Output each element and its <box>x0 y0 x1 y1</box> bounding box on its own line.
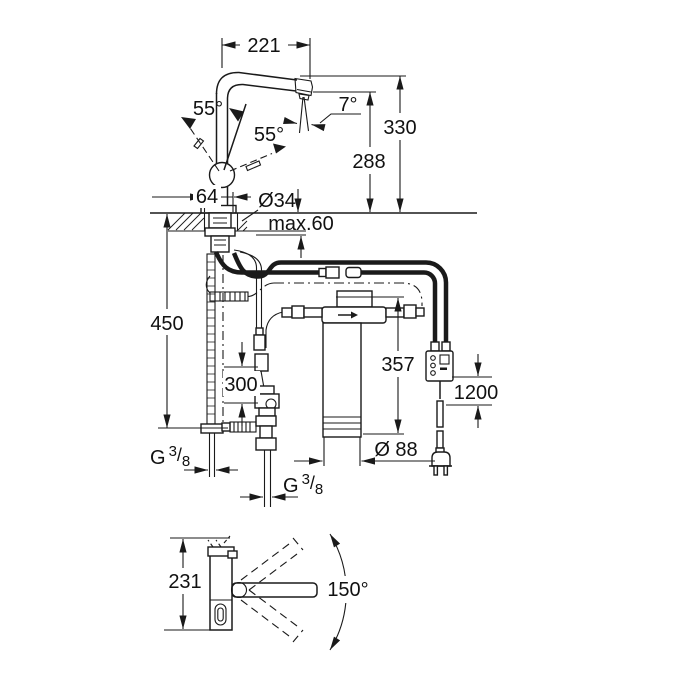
filtered-water-line <box>205 275 423 306</box>
dim-150-label: 150° <box>327 579 368 601</box>
handle-position-right <box>229 143 286 172</box>
dim-288-label: 288 <box>352 151 385 173</box>
connection-cables <box>213 251 449 347</box>
display-window <box>439 354 450 365</box>
angle-valve <box>221 385 280 507</box>
spout-nozzle <box>294 77 314 101</box>
dim-7-label: 7° <box>338 94 357 116</box>
label-backgrounds <box>146 33 423 603</box>
countertop-section <box>150 212 477 232</box>
braided-supply-hose <box>200 253 224 477</box>
dim-64-label: 64 <box>196 186 218 208</box>
dim-1200-label: 1200 <box>454 382 499 404</box>
sensor-window <box>214 603 227 626</box>
dim-221-label: 221 <box>247 35 280 57</box>
dim-55-right-label: 55° <box>254 124 284 146</box>
connection-tube <box>233 249 269 389</box>
dim-max60-label: max.60 <box>268 213 334 235</box>
power-plug <box>429 447 452 476</box>
power-cord <box>436 381 444 449</box>
cold-water-line <box>222 255 232 429</box>
dim-330-label: 330 <box>383 117 416 139</box>
faucet-shank <box>204 212 236 253</box>
filter-body <box>322 322 362 438</box>
dim-dia34-label: Ø34 <box>258 190 296 212</box>
handle-lever <box>223 103 247 171</box>
dim-dia88-label: Ø 88 <box>374 439 417 461</box>
dimension-labels: 221 330 288 55° 55° 7° 64 Ø34 max.60 450… <box>150 35 498 601</box>
dim-357-label: 357 <box>381 354 414 376</box>
dim-300-label: 300 <box>224 374 257 396</box>
control-box <box>425 341 454 382</box>
faucet-front-view <box>181 71 361 214</box>
handle-position-left <box>181 117 220 172</box>
handle-ball-joint <box>208 161 236 189</box>
dim-231-label: 231 <box>168 571 201 593</box>
faucet-top-view <box>164 533 347 651</box>
cable-connector <box>318 267 327 278</box>
hatch-lines <box>167 212 248 232</box>
dim-450-label: 450 <box>150 313 183 335</box>
swivel-positions <box>240 537 304 643</box>
dim-55-left-label: 55° <box>193 98 223 120</box>
spout-tilt-indicator <box>283 96 361 134</box>
